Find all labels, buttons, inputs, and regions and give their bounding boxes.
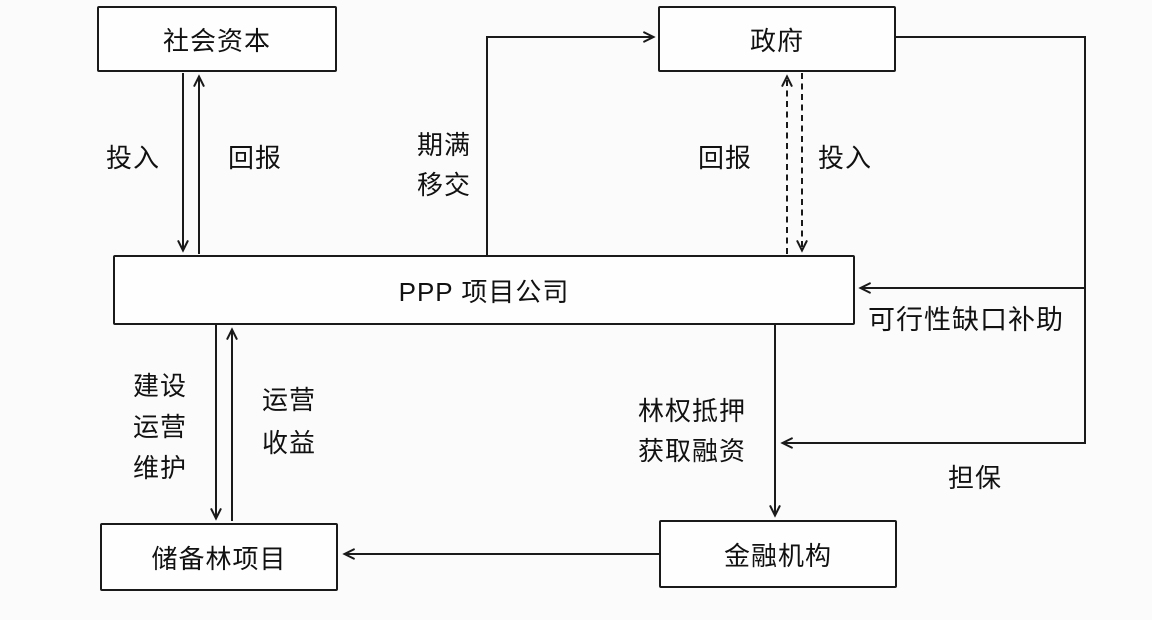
edge-label-return-right: 回报 [698, 143, 753, 173]
node-forest-reserve-project: 储备林项目 [100, 523, 338, 591]
edge-label-operating-income-line1: 运营 [262, 385, 317, 415]
edge-label-invest-left: 投入 [106, 143, 161, 173]
edge-label-operating-income: 运营 收益 [262, 379, 316, 465]
edge-label-invest-right: 投入 [818, 143, 873, 173]
edge-label-operating-income-line2: 收益 [262, 428, 317, 458]
edge-label-expiry-transfer: 期满 移交 [417, 125, 471, 205]
edge-label-expiry-transfer-line2: 移交 [417, 170, 472, 200]
edge-label-build-operate-maintain-line3: 维护 [133, 453, 188, 483]
edge-gov-guarantee [783, 36, 1086, 443]
edge-label-forest-mortgage: 林权抵押 获取融资 [638, 391, 746, 471]
edge-label-build-operate-maintain-line1: 建设 [133, 371, 188, 401]
edge-label-viability-gap-subsidy: 可行性缺口补助 [868, 305, 1064, 335]
node-financial-institution: 金融机构 [659, 520, 897, 588]
node-government: 政府 [658, 6, 896, 72]
edge-ppp-to-gov-expiry-transfer [486, 37, 653, 255]
edge-label-guarantee: 担保 [948, 463, 1003, 493]
edge-label-forest-mortgage-line1: 林权抵押 [638, 396, 747, 426]
edge-label-forest-mortgage-line2: 获取融资 [638, 436, 747, 466]
edge-label-expiry-transfer-line1: 期满 [417, 130, 472, 160]
edge-label-build-operate-maintain-line2: 运营 [133, 412, 188, 442]
node-social-capital: 社会资本 [97, 6, 337, 72]
node-ppp-company: PPP 项目公司 [113, 255, 855, 325]
edge-label-build-operate-maintain: 建设 运营 维护 [133, 366, 187, 489]
edge-label-return-left: 回报 [228, 143, 283, 173]
